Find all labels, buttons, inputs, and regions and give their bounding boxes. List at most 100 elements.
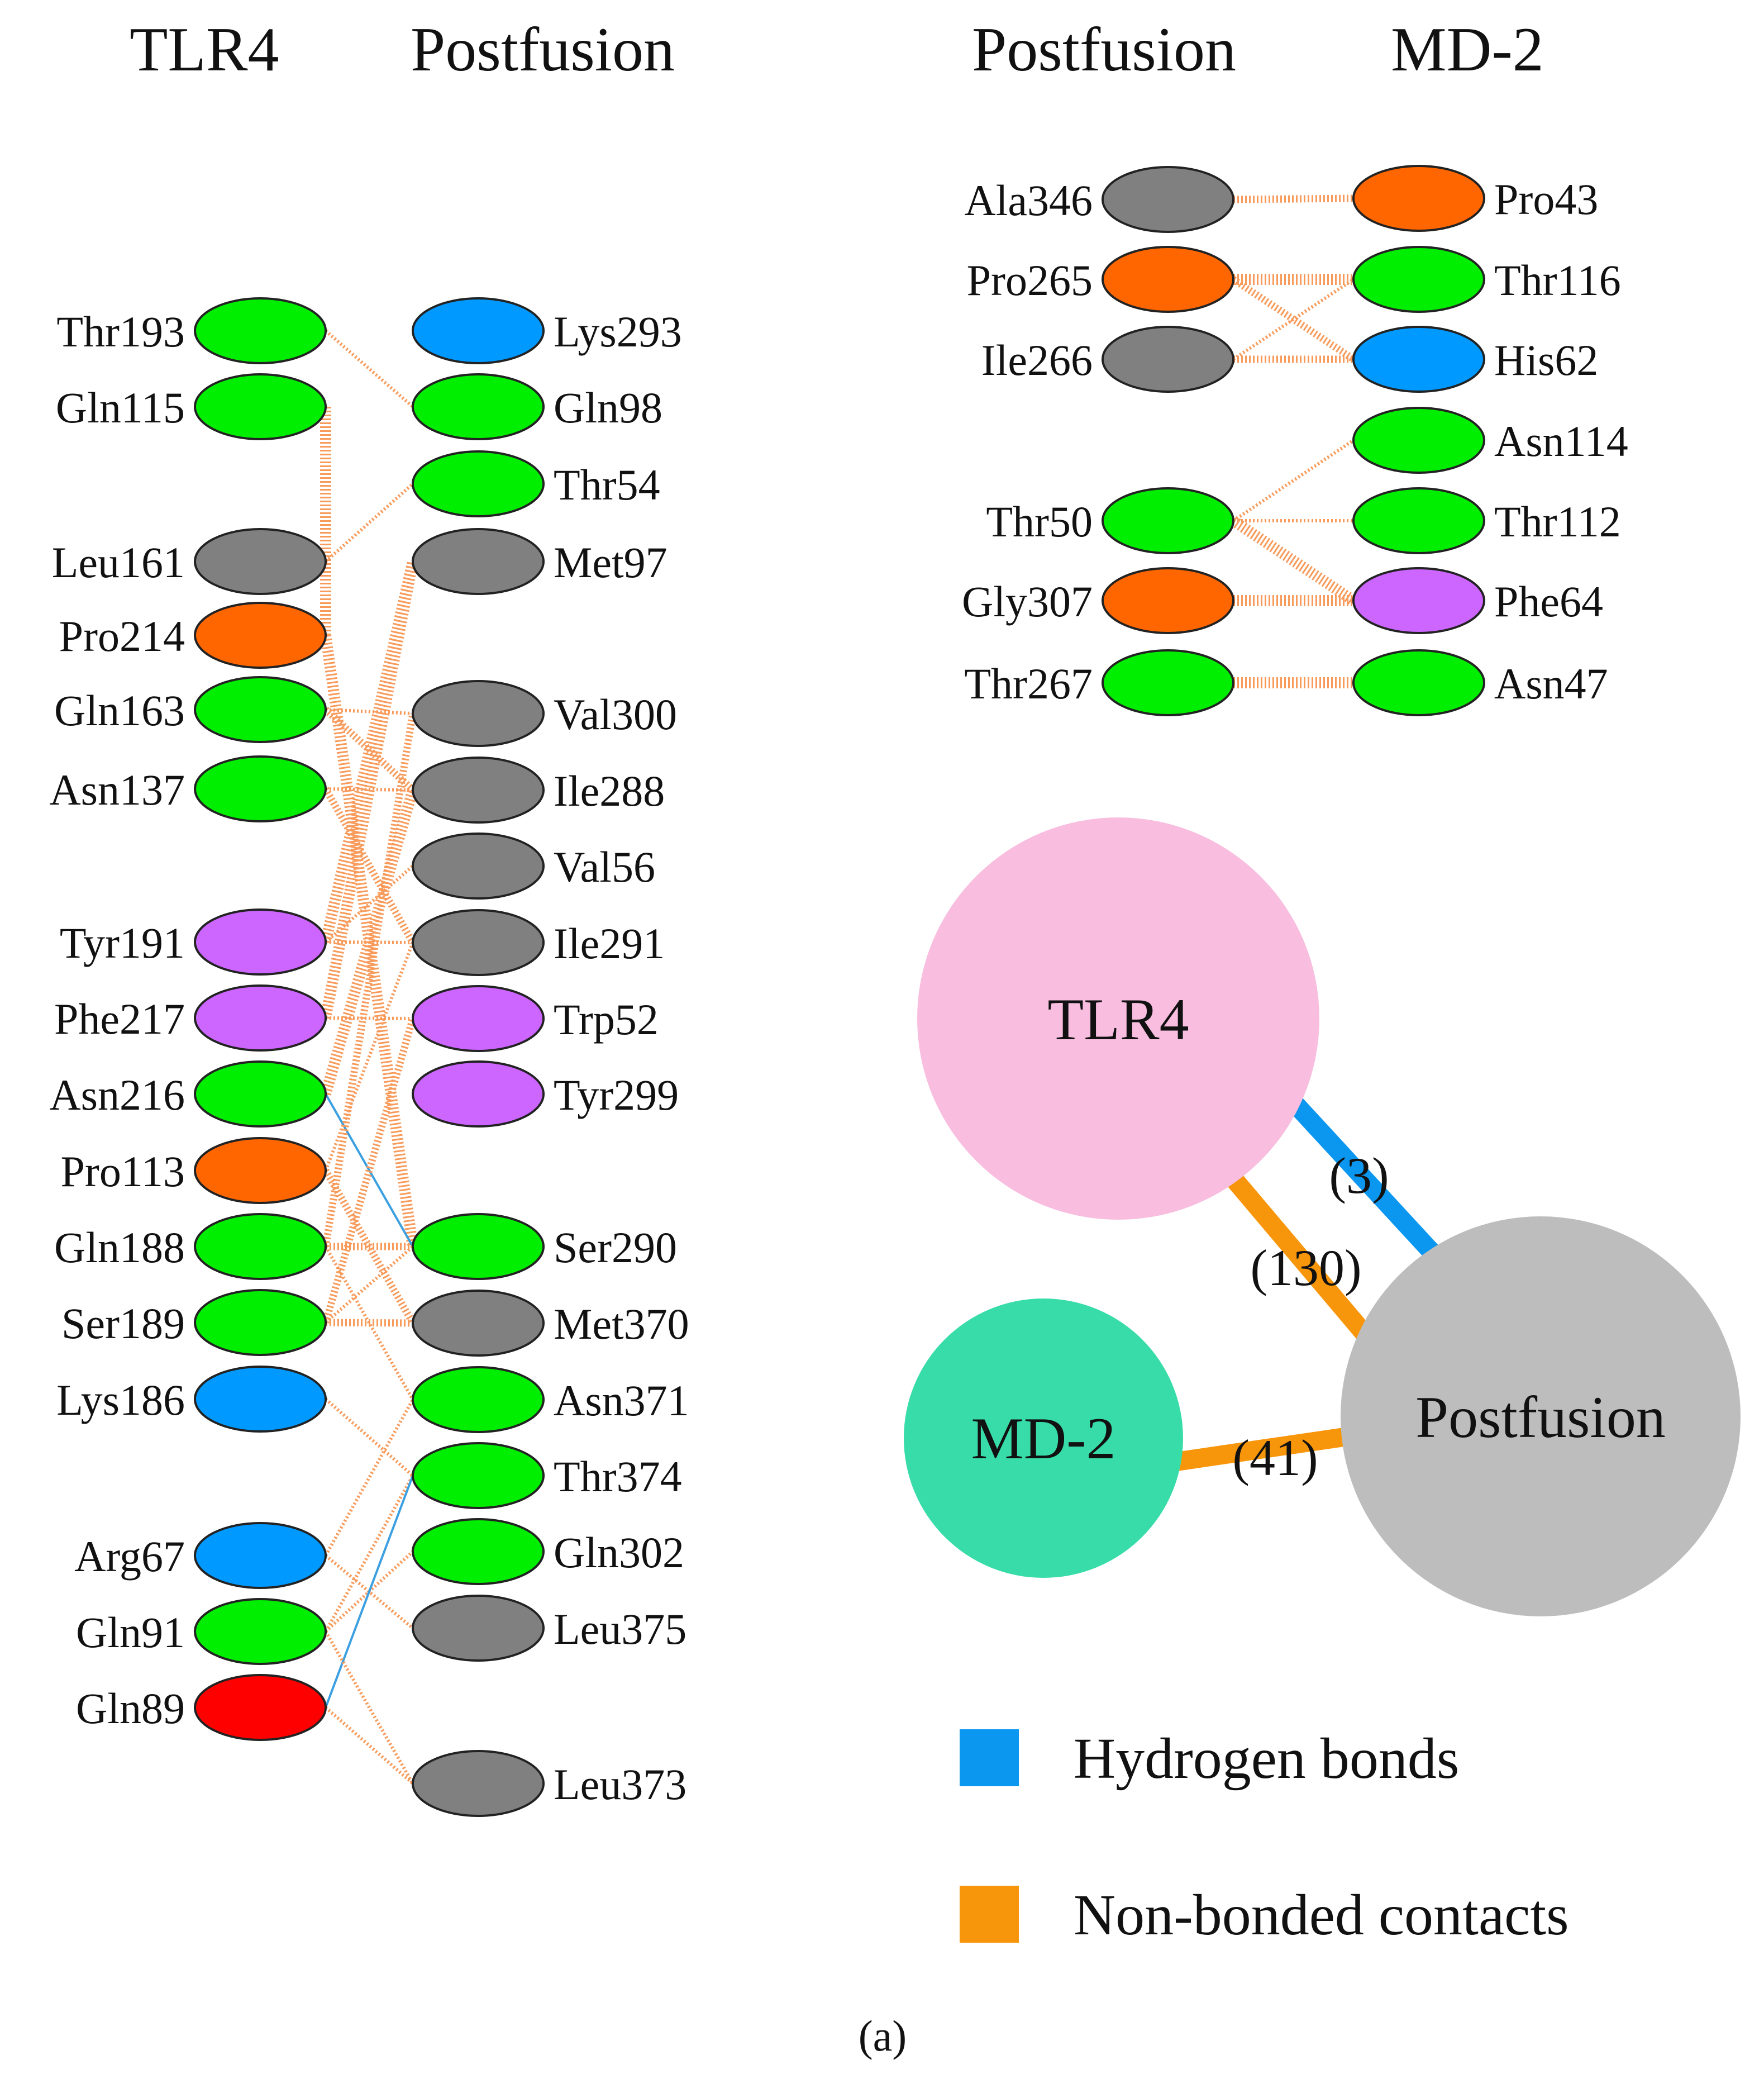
contact-line-thr50-asn114 xyxy=(1232,439,1355,522)
residue-thr54: Thr54 xyxy=(412,450,660,517)
postfusion-md2-contacts xyxy=(1230,194,1357,688)
residue-ellipse-leu373 xyxy=(412,1750,545,1817)
residue-label-asn114: Asn114 xyxy=(1494,417,1628,465)
residue-label-leu373: Leu373 xyxy=(554,1760,686,1809)
contact-line-thr50-phe64 xyxy=(1230,516,1357,606)
residue-thr374: Thr374 xyxy=(412,1442,682,1509)
residue-thr116: Thr116 xyxy=(1352,246,1621,313)
residue-ellipse-ala346 xyxy=(1102,166,1234,233)
residue-label-his62: His62 xyxy=(1494,336,1598,384)
residue-ellipse-arg67 xyxy=(194,1522,327,1589)
residue-thr112: Thr112 xyxy=(1352,487,1621,554)
residue-label-met97: Met97 xyxy=(554,538,668,587)
legend-hbond-label: Hydrogen bonds xyxy=(1074,1726,1459,1791)
residue-ellipse-asn371 xyxy=(412,1366,545,1433)
residue-ellipse-asn137 xyxy=(194,755,327,822)
residue-ellipse-pro113 xyxy=(194,1137,327,1204)
residue-ala346: Ala346 xyxy=(964,166,1234,233)
residue-thr50: Thr50 xyxy=(986,487,1234,554)
tlr4-node-label: TLR4 xyxy=(1047,987,1189,1052)
residue-ile291: Ile291 xyxy=(412,909,665,976)
contact-line-gln91-leu373 xyxy=(324,1630,414,1785)
residue-gln91: Gln91 xyxy=(76,1598,327,1665)
residue-ellipse-ser189 xyxy=(194,1289,327,1356)
contact-line-phe217-met97 xyxy=(320,560,418,1019)
residue-label-gln302: Gln302 xyxy=(554,1528,684,1577)
residue-label-leu161: Leu161 xyxy=(52,538,185,587)
residue-label-val56: Val56 xyxy=(554,843,655,891)
residue-label-thr116: Thr116 xyxy=(1494,256,1621,305)
contact-line-leu161-thr54 xyxy=(325,482,414,563)
postfusion-node xyxy=(1341,1216,1741,1616)
residue-ellipse-thr193 xyxy=(194,297,327,364)
residue-thr267: Thr267 xyxy=(964,649,1234,716)
residue-ellipse-ser290 xyxy=(412,1213,545,1280)
tlr4-postfusion-nonbonded-edge xyxy=(1226,1172,1386,1357)
residue-ellipse-tyr191 xyxy=(194,908,327,976)
contact-line-phe217-trp52 xyxy=(325,1016,413,1020)
residue-gln98: Gln98 xyxy=(412,373,662,440)
residue-label-pro265: Pro265 xyxy=(967,256,1093,305)
postfusion-md2-contact-panel: Ala346Pro265Ile266Thr50Gly307Thr267Pro43… xyxy=(962,165,1628,716)
residue-ellipse-gly307 xyxy=(1102,567,1234,634)
residue-label-gln98: Gln98 xyxy=(554,383,662,432)
residue-pro113: Pro113 xyxy=(61,1137,327,1204)
residue-ellipse-ile266 xyxy=(1102,326,1234,393)
residue-label-leu375: Leu375 xyxy=(554,1605,686,1653)
residue-label-thr54: Thr54 xyxy=(554,460,660,509)
residue-label-ser189: Ser189 xyxy=(61,1299,185,1348)
legend: Hydrogen bonds Non-bonded contacts xyxy=(960,1726,1569,1947)
residue-leu373: Leu373 xyxy=(412,1750,686,1817)
contact-line-gln188-val300 xyxy=(322,712,417,1248)
contact-line-ser189-trp52 xyxy=(322,1017,417,1324)
contact-line-gln89-leu373 xyxy=(325,1706,414,1785)
residue-gln89: Gln89 xyxy=(76,1674,327,1741)
tlr4-postfusion-hbond-edge xyxy=(1281,1090,1441,1261)
residue-ellipse-his62 xyxy=(1352,326,1485,393)
figure-caption: (a) xyxy=(859,2011,907,2060)
contact-line-arg67-leu375 xyxy=(325,1554,414,1630)
nonbonded-count-label-tlr4: (130) xyxy=(1250,1239,1361,1296)
contact-line-arg67-asn371 xyxy=(324,1398,414,1557)
residue-label-arg67: Arg67 xyxy=(74,1532,185,1581)
residue-phe217: Phe217 xyxy=(54,984,327,1052)
contact-line-asn137-ile288 xyxy=(325,787,413,792)
residue-label-phe217: Phe217 xyxy=(54,995,185,1043)
residue-label-ile288: Ile288 xyxy=(554,767,665,815)
residue-label-lys186: Lys186 xyxy=(56,1376,185,1424)
left-panel-header-postfusion: Postfusion xyxy=(411,15,675,84)
residue-ellipse-phe64 xyxy=(1352,567,1485,634)
residue-ellipse-pro43 xyxy=(1352,165,1485,232)
residue-his62: His62 xyxy=(1352,326,1598,393)
tlr4-postfusion-residues: Thr193Gln115Leu161Pro214Gln163Asn137Tyr1… xyxy=(49,297,689,1817)
residue-ellipse-gln115 xyxy=(194,373,327,440)
residue-ellipse-thr374 xyxy=(412,1442,545,1509)
residue-ellipse-lys293 xyxy=(412,297,545,364)
residue-ellipse-thr54 xyxy=(412,450,545,517)
residue-label-thr50: Thr50 xyxy=(986,497,1093,546)
right-panel-header-md2: MD-2 xyxy=(1391,15,1544,84)
contact-line-thr193-gln98 xyxy=(325,329,414,408)
legend-hbond-swatch xyxy=(960,1729,1019,1786)
residue-label-gln115: Gln115 xyxy=(56,383,185,432)
residue-ellipse-phe217 xyxy=(194,984,327,1052)
residue-ellipse-asn216 xyxy=(194,1060,327,1128)
residue-leu161: Leu161 xyxy=(52,528,327,595)
residue-gln163: Gln163 xyxy=(54,676,327,743)
residue-tyr191: Tyr191 xyxy=(60,908,327,976)
contact-line-lys186-thr374 xyxy=(325,1397,414,1477)
residue-ellipse-met97 xyxy=(412,528,545,595)
residue-ellipse-trp52 xyxy=(412,985,545,1052)
residue-ellipse-ile291 xyxy=(412,909,545,976)
residue-asn47: Asn47 xyxy=(1352,649,1608,716)
residue-label-thr267: Thr267 xyxy=(964,659,1093,708)
residue-ellipse-thr116 xyxy=(1352,246,1485,313)
residue-gly307: Gly307 xyxy=(962,567,1234,634)
residue-gln188: Gln188 xyxy=(54,1213,327,1280)
residue-arg67: Arg67 xyxy=(74,1522,327,1589)
residue-label-ala346: Ala346 xyxy=(964,176,1093,225)
residue-ellipse-val300 xyxy=(412,680,545,747)
postfusion-md2-residues: Ala346Pro265Ile266Thr50Gly307Thr267Pro43… xyxy=(962,165,1628,716)
residue-label-tyr191: Tyr191 xyxy=(60,919,185,967)
